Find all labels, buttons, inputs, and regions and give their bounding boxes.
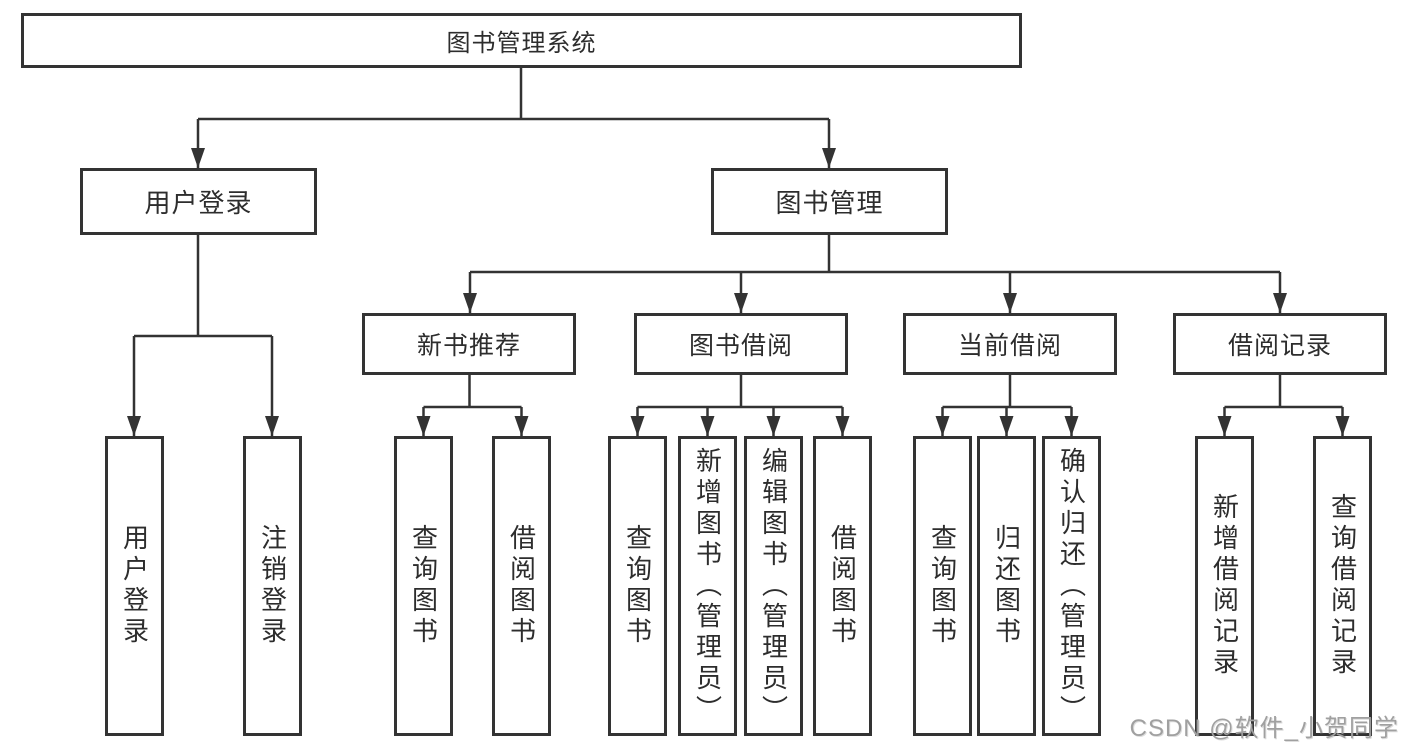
node-leaf-query-borrow-record: 查询借阅记录 [1313, 436, 1372, 736]
node-borrow-records: 借阅记录 [1173, 313, 1387, 375]
node-leaf-return-books: 归还图书 [977, 436, 1036, 736]
node-current-borrow: 当前借阅 [903, 313, 1117, 375]
node-leaf-confirm-return-admin: 确认归还（管理员） [1042, 436, 1101, 736]
node-leaf-query-books-3: 查询图书 [913, 436, 972, 736]
node-leaf-borrow-books-2: 借阅图书 [813, 436, 872, 736]
leaf-label: 查询图书 [927, 524, 958, 648]
leaf-label: 查询借阅记录 [1327, 493, 1358, 679]
leaf-label: 借阅图书 [506, 524, 537, 648]
csdn-watermark: CSDN @软件_小贺同学 [1129, 715, 1399, 742]
node-leaf-query-books-1: 查询图书 [394, 436, 453, 736]
leaf-label: 新增图书（管理员） [692, 446, 723, 726]
node-new-book-recommend: 新书推荐 [362, 313, 576, 375]
book-borrow-group-connector [630, 375, 850, 436]
node-book-borrow: 图书借阅 [634, 313, 848, 375]
leaf-label: 注销登录 [257, 524, 288, 648]
leaf-label: 确认归还（管理员） [1056, 446, 1087, 726]
node-user-login-branch: 用户登录 [80, 168, 317, 235]
leaf-label: 用户登录 [119, 524, 150, 648]
management-branch-connector [463, 235, 1287, 313]
login-branch-connector [127, 235, 279, 436]
node-leaf-query-books-2: 查询图书 [608, 436, 667, 736]
node-leaf-add-borrow-record: 新增借阅记录 [1195, 436, 1254, 736]
leaf-label: 编辑图书（管理员） [758, 446, 789, 726]
node-leaf-edit-books-admin: 编辑图书（管理员） [744, 436, 803, 736]
node-book-management-branch: 图书管理 [711, 168, 948, 235]
leaf-label: 归还图书 [991, 524, 1022, 648]
leaf-label: 新增借阅记录 [1209, 493, 1240, 679]
current-borrow-group-connector [935, 375, 1079, 436]
node-root: 图书管理系统 [21, 13, 1022, 68]
borrow-records-group-connector [1217, 375, 1350, 436]
node-leaf-user-login: 用户登录 [105, 436, 164, 736]
node-leaf-borrow-books-1: 借阅图书 [492, 436, 551, 736]
node-leaf-logout: 注销登录 [243, 436, 302, 736]
leaf-label: 查询图书 [408, 524, 439, 648]
root-to-level2-connector [191, 68, 836, 168]
new-book-group-connector [416, 375, 529, 436]
node-leaf-add-books-admin: 新增图书（管理员） [678, 436, 737, 736]
leaf-label: 查询图书 [622, 524, 653, 648]
leaf-label: 借阅图书 [827, 524, 858, 648]
